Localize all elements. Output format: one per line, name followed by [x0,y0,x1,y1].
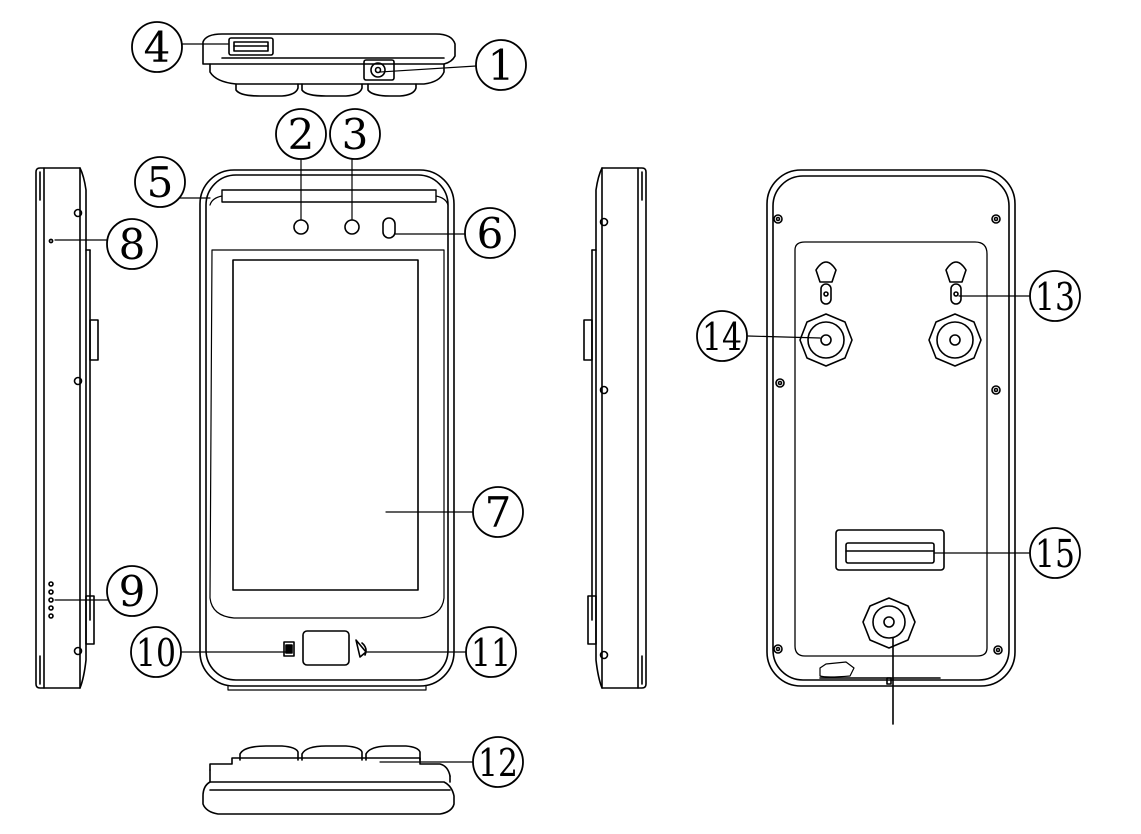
svg-text:8: 8 [119,220,146,269]
callout-5: 5 [134,156,186,208]
svg-text:7: 7 [485,488,512,537]
callout-1: 1 [475,39,527,91]
card-reader-area [302,630,350,666]
callout-4: 4 [131,21,183,73]
svg-text:2: 2 [288,110,315,159]
nfc-icon [355,639,367,658]
svg-text:13: 13 [1035,275,1075,319]
svg-text:9: 9 [119,567,146,616]
camera-right-icon [344,219,360,235]
speaker-holes-icon [48,581,54,619]
front-view [199,169,455,691]
fill-light-icon [382,217,396,239]
callout-8: 8 [106,218,158,270]
callout-6: 6 [464,207,516,259]
svg-text:1: 1 [488,41,515,90]
usb-port-icon [228,37,274,56]
dc-power-port-icon [363,59,395,81]
callout-13: 13 [1029,270,1081,322]
svg-text:14: 14 [702,315,742,359]
microphone-hole-icon [48,238,54,244]
callout-7: 7 [472,486,524,538]
svg-text:15: 15 [1035,532,1075,576]
svg-text:3: 3 [342,110,369,159]
svg-text:5: 5 [147,158,174,207]
top-view [202,33,456,97]
leader-lines [54,43,1031,763]
screw-stud-right-icon [928,313,982,367]
svg-text:6: 6 [477,209,504,258]
callout-3: 3 [329,108,381,160]
back-view [766,169,1016,725]
svg-text:10: 10 [136,631,176,675]
qr-code-icon [283,641,295,657]
callout-15: 15 [1029,527,1081,579]
callout-12: 12 [472,736,524,788]
mounting-hole-right-icon [945,261,967,305]
tamper-switch-icon [835,529,945,571]
callouts: 1 2 3 4 5 6 7 8 [106,21,1081,788]
callout-10: 10 [130,626,182,678]
mounting-hole-left-icon [815,261,837,305]
display-screen [232,259,419,591]
callout-9: 9 [106,565,158,617]
screw-stud-bottom-icon [862,597,916,649]
svg-text:4: 4 [144,23,171,72]
screw-stud-left-icon [799,313,853,367]
left-side-view [35,167,99,689]
callout-2: 2 [275,108,327,160]
svg-text:11: 11 [471,631,511,675]
right-side-view [583,167,647,689]
callout-11: 11 [465,626,517,678]
camera-left-icon [293,219,309,235]
callout-14: 14 [696,310,748,362]
bottom-view [202,745,455,815]
svg-text:12: 12 [478,741,518,785]
